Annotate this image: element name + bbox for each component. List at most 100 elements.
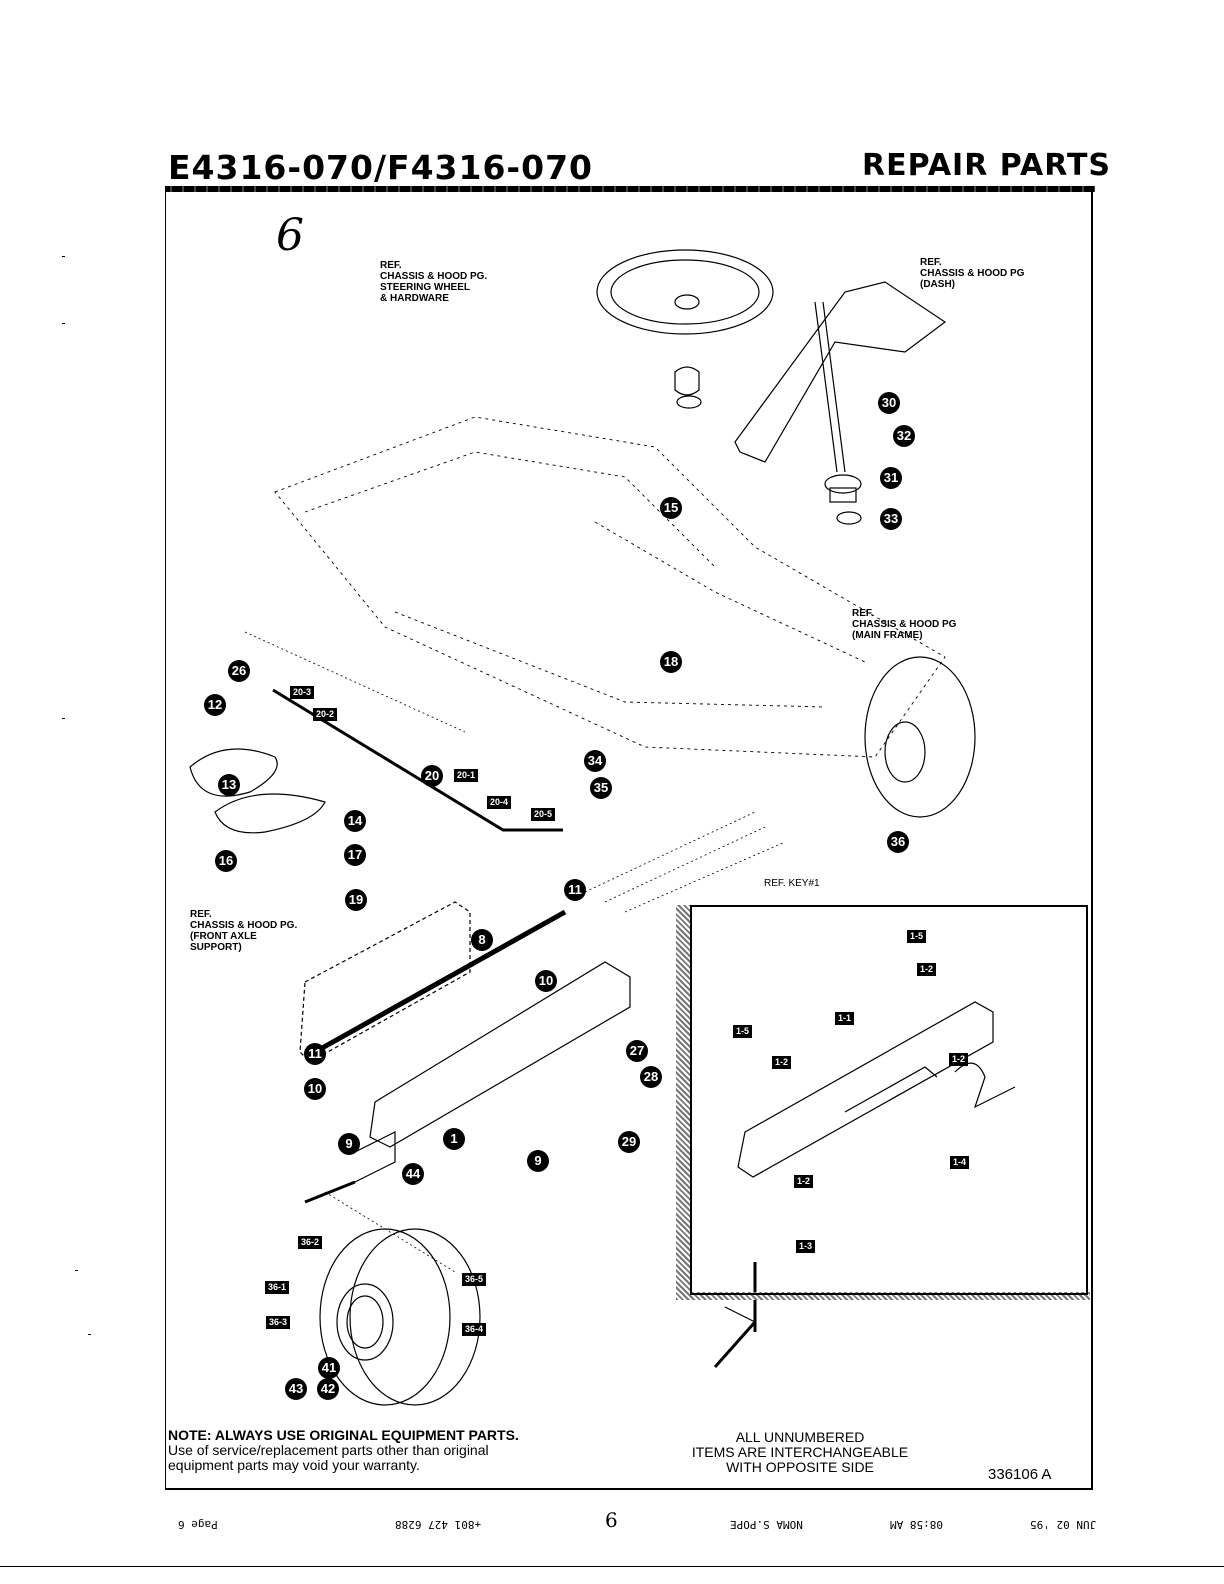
key-number: 34 <box>584 750 606 772</box>
key-number: 27 <box>626 1040 648 1062</box>
fax-time: 08:58 AM <box>890 1518 943 1531</box>
key-number: 13 <box>218 774 240 796</box>
steering-wheel <box>596 249 774 335</box>
diagram-frame <box>165 192 1093 1490</box>
rear-tire <box>864 656 976 818</box>
warranty-note: NOTE: ALWAYS USE ORIGINAL EQUIPMENT PART… <box>168 1428 519 1473</box>
key-number: 12 <box>204 694 226 716</box>
steering-arm <box>214 793 326 834</box>
sub-part-tag: 36-4 <box>462 1323 487 1336</box>
key-number: 43 <box>285 1378 307 1400</box>
key-number: 28 <box>640 1066 662 1088</box>
key-number: 32 <box>893 425 915 447</box>
sub-part-tag: 1-2 <box>794 1175 814 1188</box>
sub-part-tag: 1-1 <box>835 1012 855 1025</box>
interchangeable-line: ALL UNNUMBERED <box>735 1429 865 1445</box>
margin-mark <box>88 1334 91 1335</box>
sub-part-tag: 1-3 <box>796 1240 816 1253</box>
key-number: 26 <box>228 660 250 682</box>
sub-part-tag: 1-2 <box>917 963 937 976</box>
warranty-note-line: equipment parts may void your warranty. <box>168 1457 420 1473</box>
dash-bracket <box>734 281 947 463</box>
sub-part-tag: 36-2 <box>298 1236 323 1249</box>
steering-shaft <box>814 301 838 473</box>
fax-phone: +801 427 6288 <box>395 1518 482 1531</box>
steering-gear <box>824 474 862 494</box>
key-number: 19 <box>345 889 367 911</box>
key-number: 11 <box>564 879 586 901</box>
sub-part-tag: 1-2 <box>772 1056 792 1069</box>
fax-sender: NOMA S.POPE <box>730 1518 803 1531</box>
key-number: 10 <box>535 970 557 992</box>
key-number: 30 <box>878 392 900 414</box>
sub-part-tag: 1-4 <box>950 1156 970 1169</box>
sub-part-tag: 36-3 <box>266 1316 291 1329</box>
fax-date: JUN 02 '95 <box>1030 1518 1097 1531</box>
inset-shadow <box>676 905 692 1300</box>
interchangeable-line: WITH OPPOSITE SIDE <box>726 1459 874 1475</box>
chassis-outline <box>274 416 946 758</box>
key-number: 44 <box>402 1163 424 1185</box>
sub-part-tag: 1-2 <box>949 1053 969 1066</box>
key-number: 11 <box>304 1043 326 1065</box>
key-number: 16 <box>215 850 237 872</box>
sub-part-tag: 36-5 <box>462 1273 487 1286</box>
ref-note-key-1: REF. KEY#1 <box>764 878 820 889</box>
key-number: 9 <box>338 1133 360 1155</box>
key-number: 35 <box>590 777 612 799</box>
sub-part-tag: 36-1 <box>265 1281 290 1294</box>
sub-part-tag: 20-1 <box>454 769 479 782</box>
ref-note-steering-wheel: REF. CHASSIS & HOOD PG. STEERING WHEEL &… <box>380 260 488 304</box>
document-number: 336106 A <box>988 1466 1052 1483</box>
key-number: 8 <box>471 929 493 951</box>
key-number: 33 <box>880 508 902 530</box>
margin-mark <box>62 323 65 324</box>
axle-detail-inset <box>690 905 1088 1295</box>
key-number: 10 <box>304 1078 326 1100</box>
model-number-title: E4316-070/F4316-070 <box>168 148 593 187</box>
sub-part-tag: 1-5 <box>733 1025 753 1038</box>
sub-part-tag: 1-5 <box>907 930 927 943</box>
margin-mark <box>62 256 65 257</box>
section-title: REPAIR PARTS <box>862 148 1112 183</box>
steering-segment <box>189 748 278 797</box>
key-number: 36 <box>887 831 909 853</box>
key-number: 9 <box>527 1150 549 1172</box>
steering-washer <box>676 395 702 409</box>
key-number: 20 <box>421 765 443 787</box>
key-number: 18 <box>660 651 682 673</box>
key-number: 1 <box>443 1128 465 1150</box>
tie-rod <box>313 909 567 1055</box>
key-number: 42 <box>317 1378 339 1400</box>
steering-hub-adapter <box>674 366 700 396</box>
sub-part-tag: 20-4 <box>487 796 512 809</box>
key-number: 17 <box>344 844 366 866</box>
sub-part-tag: 20-3 <box>290 686 315 699</box>
key-number: 15 <box>660 497 682 519</box>
front-axle-support <box>299 901 471 1063</box>
front-axle <box>369 961 631 1148</box>
interchangeable-note: ALL UNNUMBERED ITEMS ARE INTERCHANGEABLE… <box>660 1430 940 1475</box>
interchangeable-line: ITEMS ARE INTERCHANGEABLE <box>691 1444 909 1460</box>
margin-mark <box>62 718 65 719</box>
page-bottom-rule <box>0 1566 1224 1567</box>
key-number: 14 <box>344 810 366 832</box>
key-number: 31 <box>880 467 902 489</box>
warranty-note-heading: NOTE: ALWAYS USE ORIGINAL EQUIPMENT PART… <box>168 1427 519 1443</box>
front-wheel-tire <box>319 1228 451 1406</box>
fax-handwritten-mark: 6 <box>605 1508 618 1532</box>
ref-note-front-axle-support: REF. CHASSIS & HOOD PG. (FRONT AXLE SUPP… <box>190 909 298 953</box>
inset-shadow <box>676 1292 1090 1300</box>
key-number: 41 <box>318 1357 340 1379</box>
fax-page: Page 6 <box>178 1518 218 1531</box>
ref-note-dash: REF. CHASSIS & HOOD PG (DASH) <box>920 257 1025 290</box>
sub-part-tag: 20-5 <box>531 808 556 821</box>
margin-mark <box>75 1270 78 1271</box>
key-number: 29 <box>618 1131 640 1153</box>
sub-part-tag: 20-2 <box>313 708 338 721</box>
drag-link <box>272 688 563 832</box>
title-divider <box>165 186 1095 192</box>
ref-note-main-frame: REF. CHASSIS & HOOD PG (MAIN FRAME) <box>852 608 957 641</box>
handwritten-page-mark: 6 <box>276 210 304 261</box>
warranty-note-line: Use of service/replacement parts other t… <box>168 1442 489 1458</box>
